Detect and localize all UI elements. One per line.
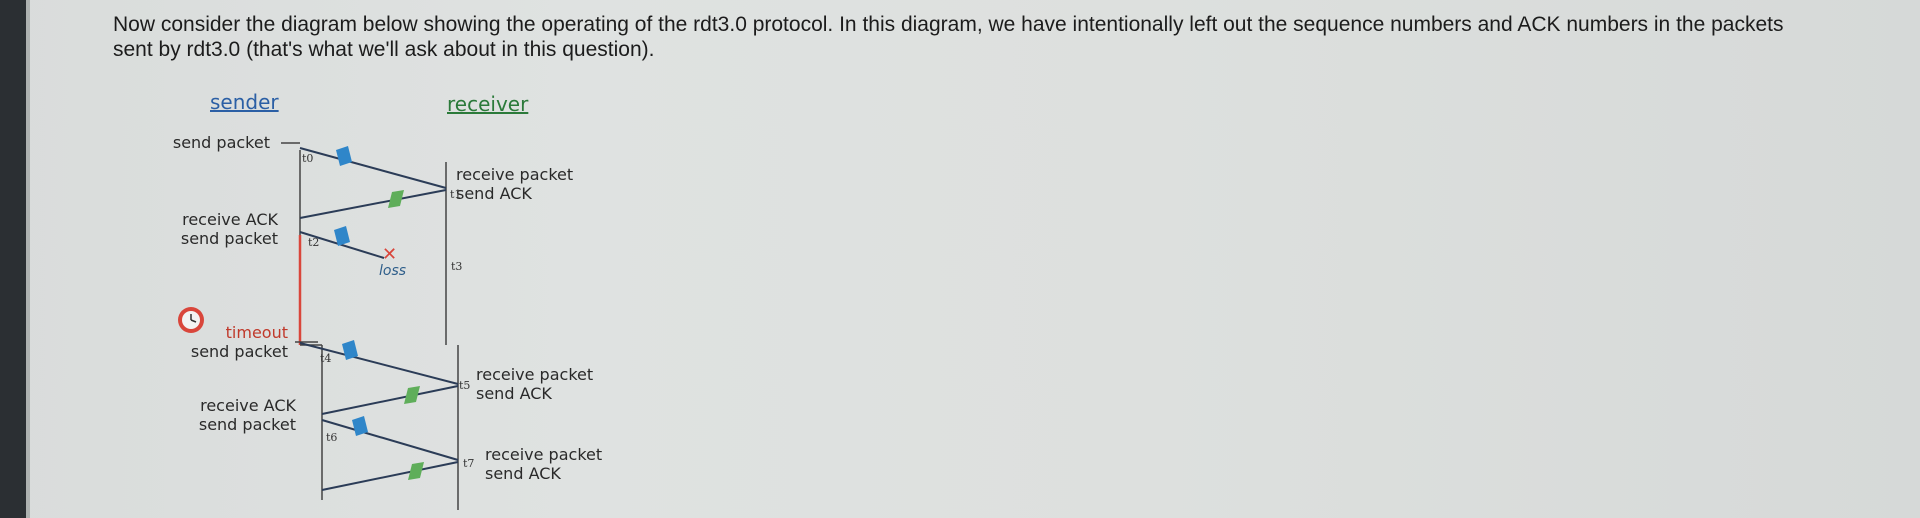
receiver-title: receiver <box>447 92 529 116</box>
sender-event-timeout: timeout send packet <box>160 323 288 361</box>
event-label: send ACK <box>485 464 561 483</box>
ack-icon <box>404 386 420 404</box>
ack-arrow <box>321 385 459 415</box>
loss-x-icon: ✕ <box>382 244 397 265</box>
timeout-clock-icon <box>178 307 204 333</box>
event-label: send packet <box>190 342 288 361</box>
event-label: receive ACK <box>182 210 278 229</box>
event-label: receive packet <box>485 445 603 464</box>
ack-arrow <box>321 461 459 491</box>
packet-arrow-lost <box>299 231 385 259</box>
packet-icon <box>342 340 358 360</box>
time-label-t4: t4 <box>320 352 331 365</box>
packet-arrow <box>299 147 447 189</box>
event-label: send ACK <box>456 184 532 203</box>
screen-edge <box>26 0 30 518</box>
event-label: timeout <box>225 323 288 342</box>
question-text: Now consider the diagram below showing t… <box>113 13 1784 61</box>
sender-title: sender <box>210 90 279 114</box>
screen-bezel <box>0 0 26 518</box>
event-label: send packet <box>172 133 270 152</box>
receiver-event-1: receive packet send ACK <box>456 165 573 203</box>
packet-icon <box>334 226 350 246</box>
ack-icon <box>388 190 404 208</box>
time-label-t3: t3 <box>451 260 462 273</box>
receiver-event-3: receive packet send ACK <box>485 445 602 483</box>
time-label-t5: t5 <box>459 379 470 392</box>
event-label: send packet <box>198 415 296 434</box>
event-label: send packet <box>180 229 278 248</box>
receiver-event-2: receive packet send ACK <box>476 365 593 403</box>
sender-event-receive-ack: receive ACK send packet <box>150 210 278 248</box>
event-label: receive packet <box>456 165 574 184</box>
event-label: receive packet <box>476 365 594 384</box>
time-label-t2: t2 <box>308 236 319 249</box>
event-label: receive ACK <box>200 396 296 415</box>
time-label-t6: t6 <box>326 431 337 444</box>
time-label-t1: t1 <box>450 188 461 201</box>
event-label: send ACK <box>476 384 552 403</box>
packet-icon <box>336 146 352 166</box>
packet-icon <box>352 416 368 436</box>
packet-arrow <box>321 419 459 461</box>
sender-event-send-packet: send packet <box>150 133 270 152</box>
ack-icon <box>408 462 424 480</box>
ack-arrow <box>299 189 447 219</box>
loss-label: loss <box>379 263 407 279</box>
sender-event-receive-ack-2: receive ACK send packet <box>168 396 296 434</box>
time-label-t7: t7 <box>463 457 474 470</box>
packet-arrow <box>299 342 459 385</box>
time-label-t0: t0 <box>302 152 313 165</box>
